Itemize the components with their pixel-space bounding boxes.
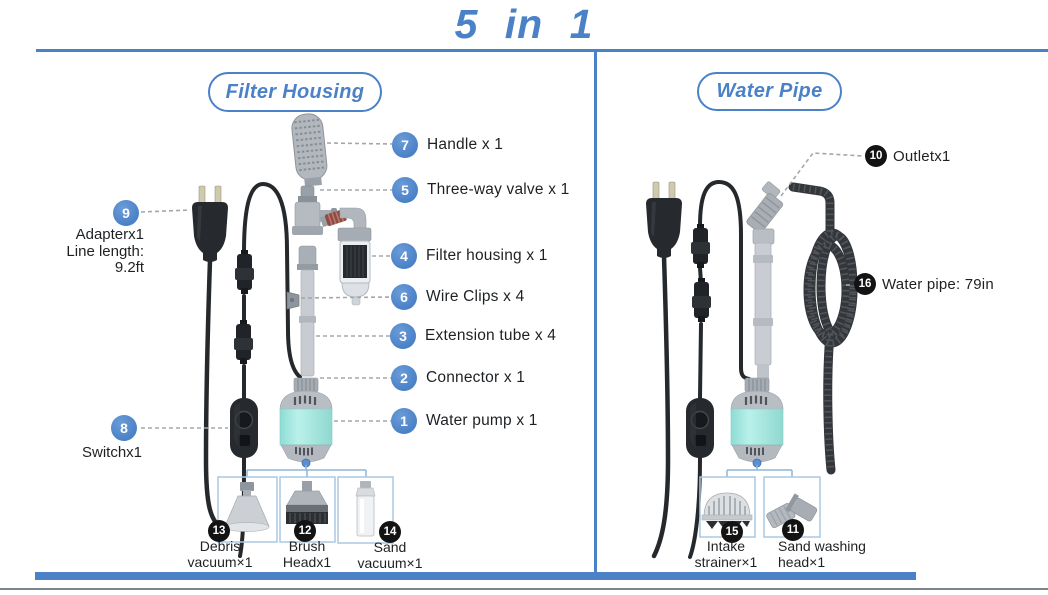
- footer-line: [0, 588, 1048, 590]
- water-pump-left: [278, 376, 334, 469]
- debris-vacuum-label: Debris vacuum×1: [187, 538, 253, 570]
- attachment-box-debris-vacuum: [217, 476, 278, 543]
- callout-badge-16: 16: [854, 273, 876, 295]
- outlet-part: [746, 181, 784, 245]
- sand-vacuum-label: Sand vacuum×1: [357, 539, 423, 571]
- callout-water-pipe-length: 16 Water pipe: 79in: [854, 273, 994, 295]
- inline-switch-right: [685, 397, 715, 459]
- callout-badge-6: 6: [391, 284, 417, 310]
- callout-filter-housing: 4 Filter housing x 1: [391, 243, 548, 269]
- sand-vacuum-part: [355, 481, 376, 537]
- attachment-box-sand-vacuum: [337, 476, 394, 544]
- callout-badge-13: 13: [208, 520, 230, 542]
- callout-badge-9: 9: [113, 200, 139, 226]
- callout-extension-tube: 3 Extension tube x 4: [390, 323, 556, 349]
- power-cable-right: [651, 253, 671, 559]
- water-pipe-illustration: [645, 179, 853, 559]
- filter-housing-part: [319, 207, 372, 306]
- callout-label-wire-clips: Wire Clips x 4: [426, 288, 525, 305]
- cable-connector-upper-left: [235, 250, 254, 294]
- top-divider-line: [36, 49, 1048, 52]
- attachment-connector-lines-left: [246, 465, 367, 477]
- pipe-tube-part: [753, 242, 773, 380]
- brush-head-part: [286, 481, 328, 524]
- wire-clip-part: [286, 291, 300, 310]
- bottom-bar: [35, 572, 916, 580]
- callout-badge-11: 11: [782, 519, 804, 541]
- callout-label-three-way-valve: Three-way valve x 1: [427, 181, 570, 198]
- callout-badge-1: 1: [391, 408, 417, 434]
- three-way-valve-part: [292, 185, 337, 235]
- adapter-plug-right: [645, 181, 683, 259]
- extension-tube-part: [297, 245, 318, 377]
- section-heading-water-pipe: Water Pipe: [697, 72, 842, 111]
- vertical-divider-line: [594, 49, 597, 576]
- callout-badge-10: 10: [865, 145, 887, 167]
- callout-label-water-pump: Water pump x 1: [426, 412, 538, 429]
- callout-handle: 7 Handle x 1: [392, 132, 503, 158]
- adapter-label: Adapterx1 Line length: 9.2ft: [66, 226, 144, 276]
- water-pipe-coil: [793, 187, 853, 470]
- inline-switch-left: [229, 397, 259, 459]
- callout-badge-8: 8: [111, 415, 137, 441]
- callout-outlet: 10 Outletx1: [865, 145, 950, 167]
- callout-badge-12: 12: [294, 520, 316, 542]
- power-cable-left: [203, 257, 227, 533]
- callout-badge-15: 15: [721, 521, 743, 543]
- water-pump-right: [729, 376, 785, 469]
- page-title: 5 in 1: [454, 1, 594, 47]
- adapter-plug-left: [191, 185, 229, 263]
- callout-wire-clips: 6 Wire Clips x 4: [391, 284, 524, 310]
- outlet-label: Outletx1: [893, 147, 951, 165]
- switch-label: Switchx1: [81, 444, 143, 461]
- intake-strainer-label: Intake strainer×1: [694, 538, 758, 570]
- sand-washing-head-label: Sand washing head×1: [778, 538, 866, 570]
- callout-connector: 2 Connector x 1: [391, 365, 525, 391]
- callout-three-way-valve: 5 Three-way valve x 1: [392, 177, 570, 203]
- attachment-box-brush-head: [279, 476, 336, 543]
- cable-connector-lower-left: [234, 320, 253, 364]
- water-pipe-length-label: Water pipe: 79in: [882, 275, 994, 293]
- callout-badge-4: 4: [391, 243, 417, 269]
- handle-part: [291, 113, 328, 187]
- callout-badge-14: 14: [379, 521, 401, 543]
- cable-connector-upper-right: [691, 224, 710, 268]
- section-heading-filter-housing: Filter Housing: [208, 72, 382, 112]
- callout-badge-3: 3: [390, 323, 416, 349]
- callout-badge-2: 2: [391, 365, 417, 391]
- callout-badge-7: 7: [392, 132, 418, 158]
- cable-connector-lower-right: [692, 278, 711, 322]
- filter-housing-illustration: [191, 113, 394, 558]
- sand-washing-head-part: [766, 493, 818, 528]
- attachment-connector-lines-right: [726, 465, 793, 477]
- debris-vacuum-part: [224, 482, 270, 532]
- callout-label-handle: Handle x 1: [427, 136, 504, 153]
- callout-label-connector: Connector x 1: [426, 369, 526, 386]
- brush-head-label: Brush Headx1: [282, 538, 332, 570]
- callout-water-pump: 1 Water pump x 1: [391, 408, 538, 434]
- leader-lines: [140, 142, 864, 429]
- callout-badge-5: 5: [392, 177, 418, 203]
- pump-cord-right: [688, 179, 751, 559]
- callout-label-filter-housing: Filter housing x 1: [426, 247, 548, 264]
- callout-label-extension-tube: Extension tube x 4: [425, 327, 557, 344]
